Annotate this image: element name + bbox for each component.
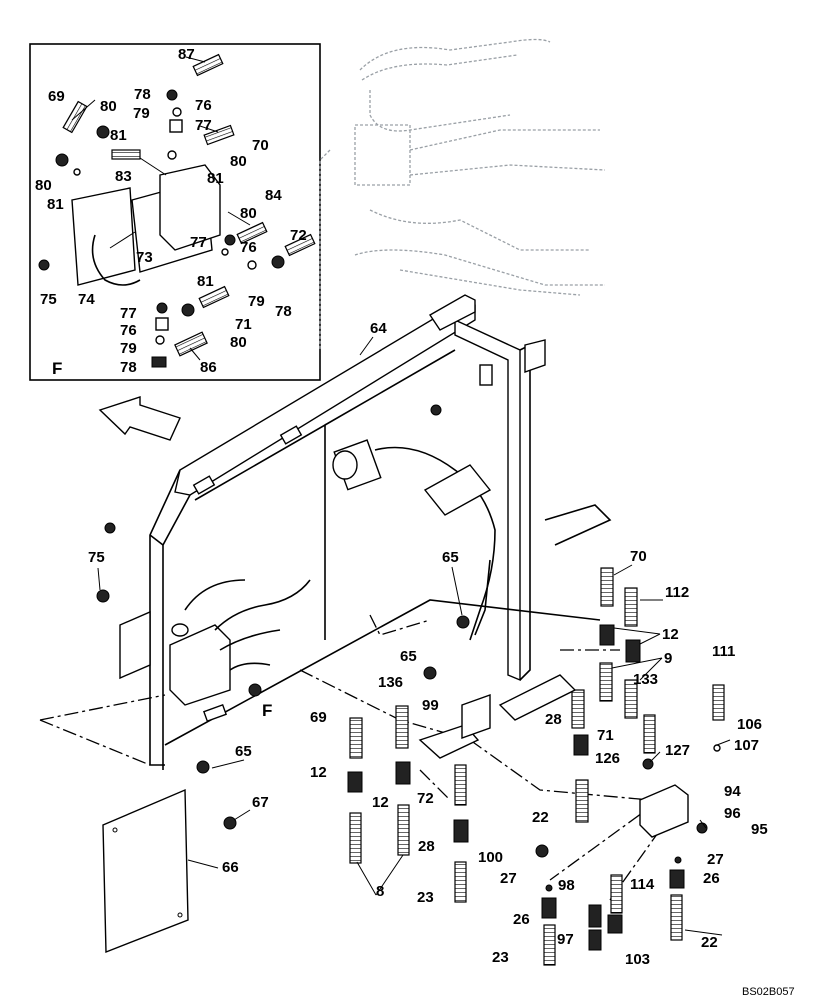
callout-98: 98 [558, 877, 575, 894]
callout-127: 127 [665, 742, 690, 759]
inset-callout-6: 80 [100, 98, 117, 115]
left-valve-block [169, 624, 231, 706]
plate-74 [71, 187, 136, 286]
inset-callout-22: 74 [78, 291, 95, 308]
inset-callout-7: 81 [110, 127, 127, 144]
callout-leaders [97, 336, 731, 936]
callout-28-a: 28 [545, 711, 562, 728]
inset-callout-1: 87 [178, 46, 195, 63]
callout-66: 66 [222, 859, 239, 876]
callout-12-a: 12 [662, 626, 679, 643]
inset-callout-30: 79 [120, 340, 137, 357]
callout-94: 94 [724, 783, 741, 800]
callout-72: 72 [417, 790, 434, 807]
callout-100: 100 [478, 849, 503, 866]
inset-callout-8: 77 [195, 117, 212, 134]
inset-callout-19: 76 [240, 239, 257, 256]
block-94 [639, 784, 689, 838]
direction-arrow [98, 396, 181, 441]
inset-callout-18: 77 [190, 234, 207, 251]
inset-callout-14: 81 [47, 196, 64, 213]
callout-96: 96 [724, 805, 741, 822]
callout-22-b: 22 [701, 934, 718, 951]
callout-107: 107 [734, 737, 759, 754]
inset-callout-5: 69 [48, 88, 65, 105]
callout-75: 75 [88, 549, 105, 566]
valve-block [159, 164, 221, 251]
callout-12-c: 12 [372, 794, 389, 811]
callout-71: 71 [597, 727, 614, 744]
inset-callout-26: 77 [120, 305, 137, 322]
callout-65-c: 65 [235, 743, 252, 760]
callout-26-a: 26 [703, 870, 720, 887]
callout-22-a: 22 [532, 809, 549, 826]
callout-26-b: 26 [513, 911, 530, 928]
callout-27-b: 27 [500, 870, 517, 887]
main-view-letter: F [262, 701, 272, 720]
inset-view-letter: F [52, 359, 62, 378]
callout-8: 8 [376, 883, 384, 900]
main-callouts: 64 75 65 65 65 67 66 70 112 12 9 111 133… [88, 320, 768, 968]
inset-callout-25: 78 [275, 303, 292, 320]
callout-111: 111 [712, 643, 735, 660]
callout-103: 103 [625, 951, 650, 968]
callout-64: 64 [370, 320, 387, 337]
ghost-assembly [319, 38, 606, 350]
callout-65-b: 65 [400, 648, 417, 665]
callout-106: 106 [737, 716, 762, 733]
callout-69: 69 [310, 709, 327, 726]
inset-callout-2: 78 [134, 86, 151, 103]
main-frame [96, 294, 612, 830]
detail-inset: 87 78 79 76 69 80 81 77 70 83 80 81 80 8… [29, 43, 321, 381]
inset-callout-15: 84 [265, 187, 282, 204]
inset-callout-24: 79 [248, 293, 265, 310]
inset-callout-11: 80 [230, 153, 247, 170]
inset-callout-23: 81 [197, 273, 214, 290]
inset-callout-17: 72 [290, 227, 307, 244]
inset-callout-4: 76 [195, 97, 212, 114]
callout-133: 133 [633, 671, 658, 688]
inset-callout-13: 80 [35, 177, 52, 194]
cover-plate-66 [102, 788, 189, 954]
inset-callout-28: 76 [120, 322, 137, 339]
inset-callout-32: 86 [200, 359, 217, 376]
inset-callout-3: 79 [133, 105, 150, 122]
inset-callout-31: 78 [120, 359, 137, 376]
callout-65-a: 65 [442, 549, 459, 566]
inset-callout-10: 83 [115, 168, 132, 185]
inset-callout-12: 81 [207, 170, 224, 187]
callout-67: 67 [252, 794, 269, 811]
inset-callout-20: 73 [136, 249, 153, 266]
fittings [347, 567, 725, 966]
callout-27-a: 27 [707, 851, 724, 868]
callout-9: 9 [664, 650, 672, 667]
callout-70: 70 [630, 548, 647, 565]
callout-23-b: 23 [492, 949, 509, 966]
callout-126: 126 [595, 750, 620, 767]
callout-28-b: 28 [418, 838, 435, 855]
callout-136: 136 [378, 674, 403, 691]
callout-114: 114 [630, 876, 655, 893]
inset-callout-29: 80 [230, 334, 247, 351]
callout-99: 99 [422, 697, 439, 714]
callout-112: 112 [665, 584, 689, 601]
callout-95: 95 [751, 821, 768, 838]
callout-12-b: 12 [310, 764, 327, 781]
inset-callout-27: 71 [235, 316, 252, 333]
inset-callout-9: 70 [252, 137, 269, 154]
drawing-code: BS02B057 [742, 986, 795, 998]
inset-callout-21: 75 [40, 291, 57, 308]
callout-23-a: 23 [417, 889, 434, 906]
callout-97: 97 [557, 931, 574, 948]
inset-callout-16: 80 [240, 205, 257, 222]
